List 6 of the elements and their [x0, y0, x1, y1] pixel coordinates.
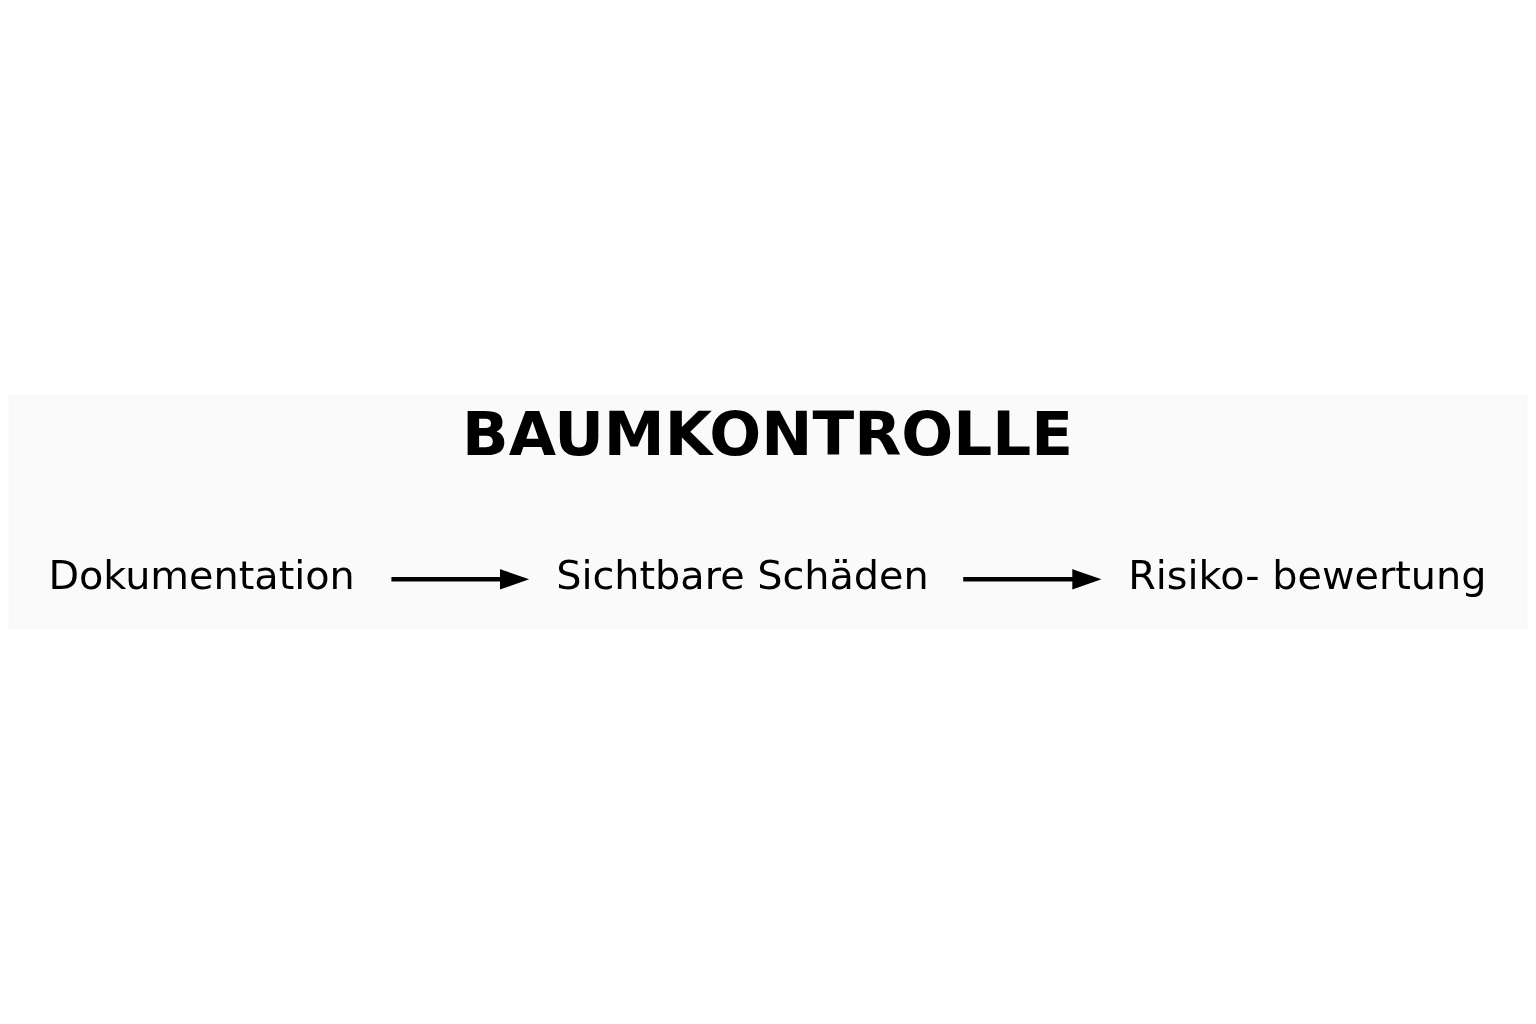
node-text: Risiko- bewertung [1128, 551, 1487, 598]
arrow [963, 569, 1102, 590]
diagram-title: BAUMKONTROLLE [462, 397, 1074, 469]
node-text: Sichtbare Schäden [556, 551, 929, 598]
node-text: Dokumentation [48, 551, 355, 598]
arrow [391, 569, 530, 590]
